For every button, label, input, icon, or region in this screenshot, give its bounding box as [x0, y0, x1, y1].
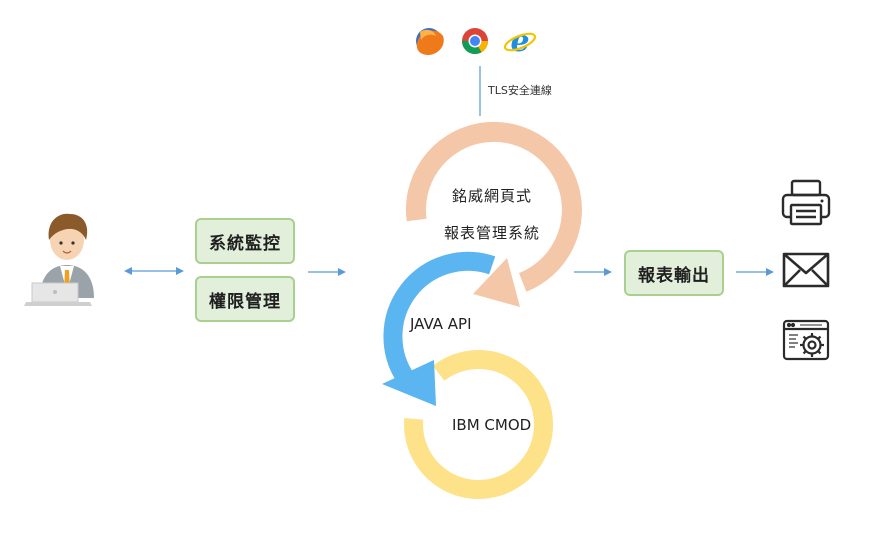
report-output-box: 報表輸出	[624, 250, 724, 296]
web-system-label-line2: 報表管理系統	[444, 224, 541, 242]
system-monitor-box: 系統監控	[195, 218, 295, 264]
ibm-cmod-label: IBM CMOD	[452, 416, 532, 434]
svg-text:e: e	[510, 24, 529, 59]
access-management-box: 權限管理	[195, 276, 295, 322]
tls-label: TLS安全連線	[488, 84, 552, 97]
web-system-ring	[405, 121, 582, 307]
java-api-label: JAVA API	[410, 315, 472, 333]
printer-icon	[781, 179, 831, 226]
email-icon	[782, 252, 830, 288]
java-api-ring	[382, 251, 496, 406]
cmod-ring	[404, 350, 554, 499]
user-at-laptop-icon	[24, 213, 94, 306]
settings-window-icon	[782, 319, 830, 361]
web-system-label-line1: 銘威網頁式	[452, 187, 533, 205]
report-output-label: 報表輸出	[638, 265, 710, 286]
internet-explorer-icon: e	[503, 24, 537, 59]
chrome-icon	[461, 28, 489, 55]
access-management-label: 權限管理	[209, 291, 281, 312]
system-monitor-label: 系統監控	[209, 233, 281, 254]
firefox-icon	[416, 28, 444, 55]
